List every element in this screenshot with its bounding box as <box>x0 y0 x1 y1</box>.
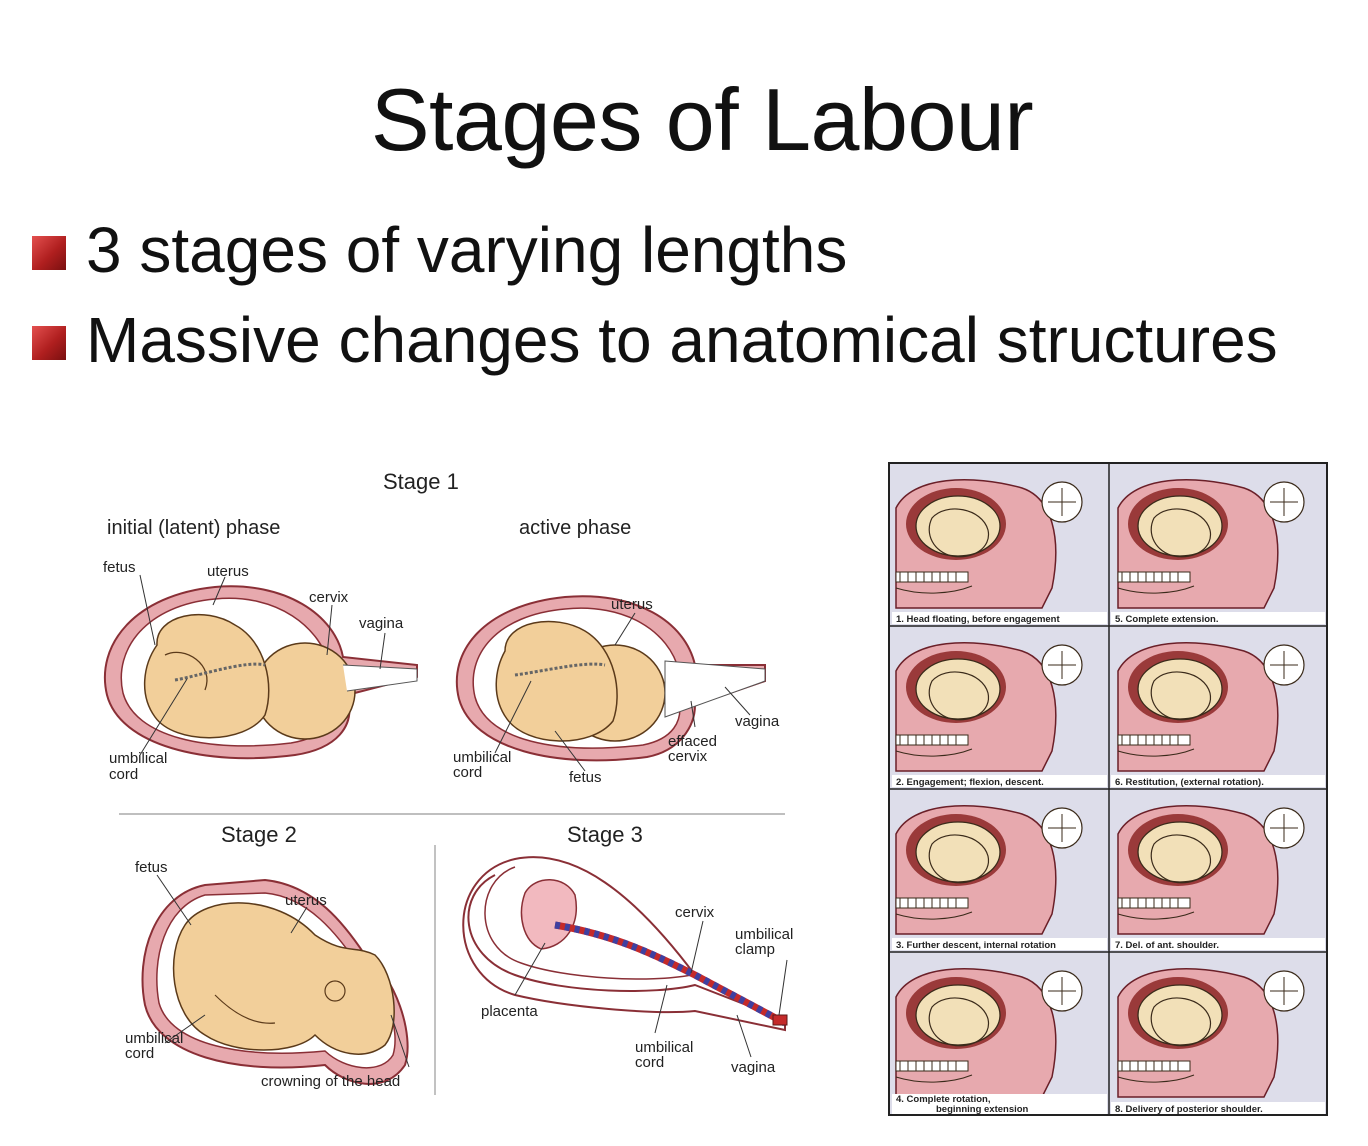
bullet-item: Massive changes to anatomical structures <box>30 304 1278 394</box>
mechanism-caption-4-line2: beginning extension <box>936 1104 1029 1115</box>
mechanism-panels: 1. Head floating, before engagement 5. C… <box>888 462 1328 1116</box>
mechanism-caption-6: 6. Restitution, (external rotation). <box>1115 777 1264 788</box>
latent-fetus-label: fetus <box>103 559 136 576</box>
stage3-heading: Stage 3 <box>567 822 643 847</box>
bullet-square-icon <box>32 326 66 360</box>
stage3-clamp-label-1: umbilical <box>735 926 793 943</box>
stage2-uterus-label: uterus <box>285 892 327 909</box>
stage1-heading: Stage 1 <box>383 469 459 494</box>
active-phase-label: active phase <box>519 517 631 539</box>
stage3-vagina-label: vagina <box>731 1059 776 1076</box>
bullet-list: 3 stages of varying lengths Massive chan… <box>30 214 1278 394</box>
mechanism-caption-3: 3. Further descent, internal rotation <box>896 940 1056 951</box>
latent-cord-label-1: umbilical <box>109 750 167 767</box>
active-fetus-label: fetus <box>569 769 602 786</box>
latent-vagina-label: vagina <box>359 615 404 632</box>
stage2-illustration <box>141 874 410 1085</box>
mechanism-caption-7: 7. Del. of ant. shoulder. <box>1115 940 1219 951</box>
latent-cervix-label: cervix <box>309 589 349 606</box>
active-cord-label-1: umbilical <box>453 749 511 766</box>
mechanism-caption-2: 2. Engagement; flexion, descent. <box>896 777 1044 788</box>
stage2-fetus-label: fetus <box>135 859 168 876</box>
latent-phase-label: initial (latent) phase <box>107 517 280 539</box>
stage2-heading: Stage 2 <box>221 822 297 847</box>
bullet-square-icon <box>32 236 66 270</box>
latent-uterus-label: uterus <box>207 563 249 580</box>
stage2-crowning-label: crowning of the head <box>261 1073 400 1090</box>
stage2-cord-label-2: cord <box>125 1045 154 1062</box>
stage3-cervix-label: cervix <box>675 904 715 921</box>
stage2-cord-label-1: umbilical <box>125 1030 183 1047</box>
latent-cord-label-2: cord <box>109 766 138 783</box>
mechanism-caption-4-line1: 4. Complete rotation, <box>896 1094 990 1105</box>
active-uterus-illustration <box>455 595 766 772</box>
stage3-placenta-label: placenta <box>481 1003 538 1020</box>
bullet-text: 3 stages of varying lengths <box>86 214 848 286</box>
bullet-text: Massive changes to anatomical structures <box>86 304 1278 376</box>
active-cord-label-2: cord <box>453 764 482 781</box>
stage3-cord-label-2: cord <box>635 1054 664 1071</box>
mechanism-caption-1: 1. Head floating, before engagement <box>896 614 1060 625</box>
stages-illustration: Stage 1 initial (latent) phase active ph… <box>103 469 793 1095</box>
stage3-clamp-label-2: clamp <box>735 941 775 958</box>
active-vagina-label: vagina <box>735 713 780 730</box>
active-uterus-label: uterus <box>611 596 653 613</box>
stage3-cord-label-1: umbilical <box>635 1039 693 1056</box>
mechanism-caption-8: 8. Delivery of posterior shoulder. <box>1115 1104 1263 1115</box>
active-effaced-label-1: effaced <box>668 733 717 750</box>
stage3-illustration <box>462 856 788 1058</box>
slide-title: Stages of Labour <box>370 70 1034 169</box>
mechanism-caption-5: 5. Complete extension. <box>1115 614 1218 625</box>
bullet-item: 3 stages of varying lengths <box>30 214 1278 304</box>
latent-uterus-illustration <box>104 574 418 760</box>
active-effaced-label-2: cervix <box>668 748 708 765</box>
